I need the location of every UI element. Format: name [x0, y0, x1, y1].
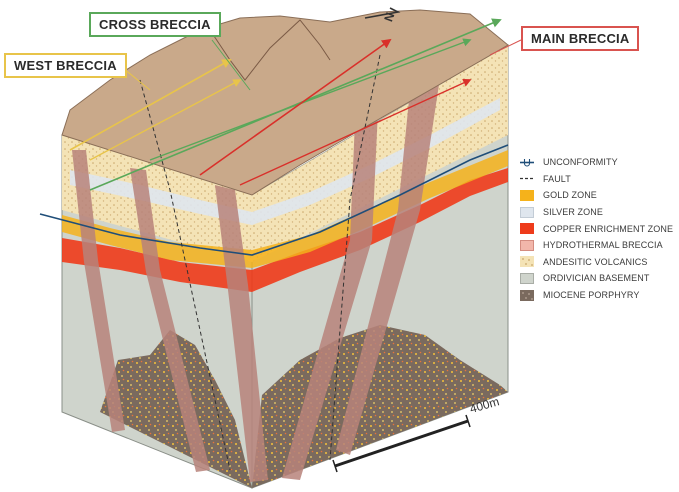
fault-icon: [520, 173, 534, 184]
legend-label-silver: SILVER ZONE: [543, 207, 603, 217]
legend-item-ordovician: ORDIVICIAN BASEMENT: [520, 270, 679, 287]
legend-label-miocene: MIOCENE PORPHYRY: [543, 290, 639, 300]
legend-item-copper: COPPER ENRICHMENT ZONE: [520, 220, 679, 237]
main-breccia-callout: MAIN BRECCIA: [521, 26, 639, 51]
legend-item-hydrothermal: HYDROTHERMAL BRECCIA: [520, 237, 679, 254]
legend-label-ordovician: ORDIVICIAN BASEMENT: [543, 273, 649, 283]
legend-item-unconformity: UNCONFORMITY: [520, 154, 679, 171]
hydrothermal-swatch-icon: [520, 240, 534, 251]
legend-label-fault: FAULT: [543, 174, 571, 184]
legend-item-andesitic: ANDESITIC VOLCANICS: [520, 254, 679, 271]
miocene-swatch-icon: [520, 290, 534, 301]
gold-swatch-icon: [520, 190, 534, 201]
west-breccia-callout: WEST BRECCIA: [4, 53, 127, 78]
ordovician-swatch-icon: [520, 273, 534, 284]
andesitic-swatch-icon: [520, 256, 534, 267]
legend-label-hydrothermal: HYDROTHERMAL BRECCIA: [543, 240, 663, 250]
legend: UNCONFORMITY FAULT GOLD ZONE SILVER ZONE…: [520, 154, 679, 303]
legend-item-silver: SILVER ZONE: [520, 204, 679, 221]
legend-label-unconformity: UNCONFORMITY: [543, 157, 618, 167]
cross-breccia-callout: CROSS BRECCIA: [89, 12, 221, 37]
legend-item-miocene: MIOCENE PORPHYRY: [520, 287, 679, 304]
legend-label-gold: GOLD ZONE: [543, 190, 597, 200]
silver-swatch-icon: [520, 207, 534, 218]
legend-item-fault: FAULT: [520, 171, 679, 188]
legend-item-gold: GOLD ZONE: [520, 187, 679, 204]
legend-label-andesitic: ANDESITIC VOLCANICS: [543, 257, 647, 267]
legend-label-copper: COPPER ENRICHMENT ZONE: [543, 224, 673, 234]
unconformity-icon: [520, 157, 534, 168]
copper-swatch-icon: [520, 223, 534, 234]
